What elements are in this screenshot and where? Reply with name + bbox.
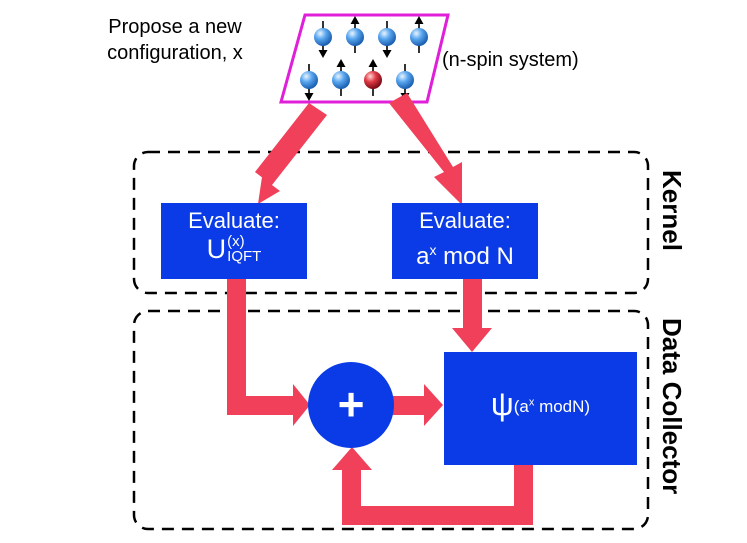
spin-normal-up [410,16,428,53]
sum-node [308,362,394,448]
evaluate-iqft-operator: U(x)IQFT [161,234,307,264]
kernel-region [132,150,650,295]
evaluate-mod-heading: Evaluate: [419,208,511,233]
iqft-operator-symbol: U [206,234,227,264]
arrow-sum-to-psi [392,384,443,426]
evaluate-iqft-box: Evaluate: U(x)IQFT [161,203,307,279]
psi-superscript-open: (a [513,396,529,416]
propose-label: Propose a new configuration, x [70,14,280,66]
evaluate-mod-expression: ax mod N [392,235,538,272]
psi-box: ψ(ax modN) [444,352,637,465]
spin-normal-up [332,59,350,96]
spin-system-label: (n-spin system) [442,49,579,71]
mod-exponent: x [429,242,437,258]
arrow-config-to-iqft [255,103,327,204]
spin-lattice-frame [279,13,450,104]
kernel-label: Kernel [657,170,687,251]
psi-superscript-rest: modN) [534,396,591,416]
psi-superscript-x: x [528,396,535,408]
arrow-iqft-to-sum [227,278,310,426]
psi-symbol: ψ [490,386,514,422]
sum-symbol: + [338,378,365,430]
propose-label-line1: Propose a new [108,16,242,38]
data-collector-label: Data Collector [657,318,687,495]
spin-flipped-up [364,59,382,96]
arrow-psi-feedback [332,447,533,525]
propose-label-line2: configuration, x [107,42,243,64]
spin-normal-down [314,21,332,58]
spin-normal-up [346,16,364,53]
evaluate-iqft-heading: Evaluate: [188,208,280,233]
iqft-operator-superscript: (x) [227,233,245,250]
spin-normal-down [300,64,318,101]
spin-normal-down [378,21,396,58]
evaluate-mod-box: Evaluate: ax mod N [392,203,538,279]
iqft-operator-subscript: IQFT [227,248,262,265]
mod-base: a [416,243,430,270]
mod-rest: mod N [436,243,514,270]
data-collector-region [132,309,650,531]
spin-grid [300,16,428,101]
arrow-mod-to-psi [452,278,492,352]
arrow-config-to-mod [389,93,462,205]
